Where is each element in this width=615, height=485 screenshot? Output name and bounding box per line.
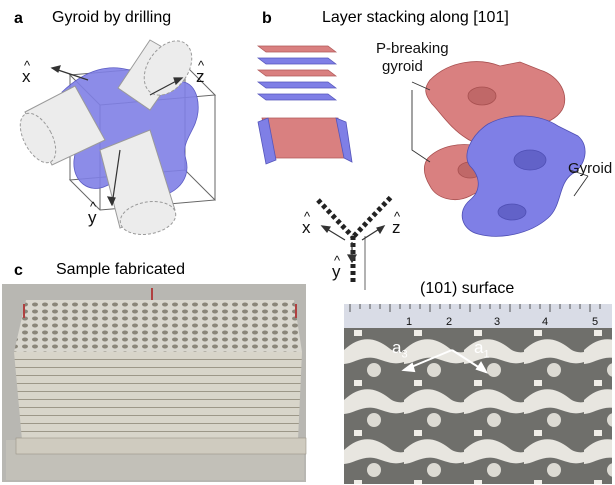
sample-top-face bbox=[14, 300, 302, 352]
stacked-block bbox=[257, 117, 353, 165]
panel-d-title: (101) surface bbox=[420, 280, 515, 297]
surface-photo bbox=[344, 304, 612, 484]
lattice-label-a1: a1 bbox=[474, 338, 490, 361]
ruler-number: 4 bbox=[542, 316, 549, 328]
hat-glyph: ^ bbox=[334, 253, 341, 268]
panel-a-z-axis-label: ^ z bbox=[196, 58, 205, 86]
panel-b-letter: b bbox=[262, 10, 272, 27]
exploded-layers bbox=[256, 45, 338, 101]
drill-cylinder-x bbox=[19, 85, 106, 166]
p-breaking-label-line2: gyroid bbox=[382, 58, 423, 75]
panel-b-y-axis-label: ^ y bbox=[332, 253, 341, 281]
hat-glyph: ^ bbox=[24, 58, 31, 73]
ruler-ticks bbox=[349, 304, 601, 312]
panel-a-y-axis-label: ^ y bbox=[88, 199, 97, 227]
hat-glyph: ^ bbox=[394, 209, 401, 224]
panel-c-letter: c bbox=[14, 262, 23, 279]
panel-a-letter: a bbox=[14, 10, 23, 27]
sample-base bbox=[15, 437, 307, 455]
gyroid-label: Gyroid bbox=[568, 160, 613, 177]
lattice-label-a3: a3 bbox=[392, 338, 408, 361]
hat-glyph: ^ bbox=[198, 58, 205, 73]
panel-a-axis-arrows bbox=[50, 65, 184, 207]
panel-b-leader-lines bbox=[411, 81, 589, 197]
panel-a-x-axis-label: ^ x bbox=[22, 58, 31, 86]
drill-cylinder-z bbox=[117, 39, 193, 111]
ruler-number: 3 bbox=[494, 316, 501, 328]
ruler-number: 5 bbox=[592, 316, 599, 328]
panel-b-z-axis-label: ^ z bbox=[392, 209, 401, 237]
gyroid-stacked bbox=[461, 115, 586, 237]
panel-b-title: Layer stacking along [101] bbox=[322, 9, 509, 26]
ruler-number: 2 bbox=[446, 316, 453, 328]
hat-glyph: ^ bbox=[90, 199, 97, 214]
p-breaking-label-line1: P-breaking bbox=[376, 40, 449, 57]
ruler-number: 1 bbox=[406, 316, 413, 328]
ruler bbox=[344, 304, 612, 328]
hat-glyph: ^ bbox=[304, 209, 311, 224]
sample-side-face bbox=[14, 352, 302, 440]
panel-b-axis-arrows bbox=[320, 225, 386, 264]
panel-a-title: Gyroid by drilling bbox=[52, 9, 172, 26]
panel-b-x-axis-label: ^ x bbox=[302, 209, 311, 237]
lattice-vectors bbox=[401, 349, 489, 374]
panel-c-title: Sample fabricated bbox=[56, 261, 185, 278]
